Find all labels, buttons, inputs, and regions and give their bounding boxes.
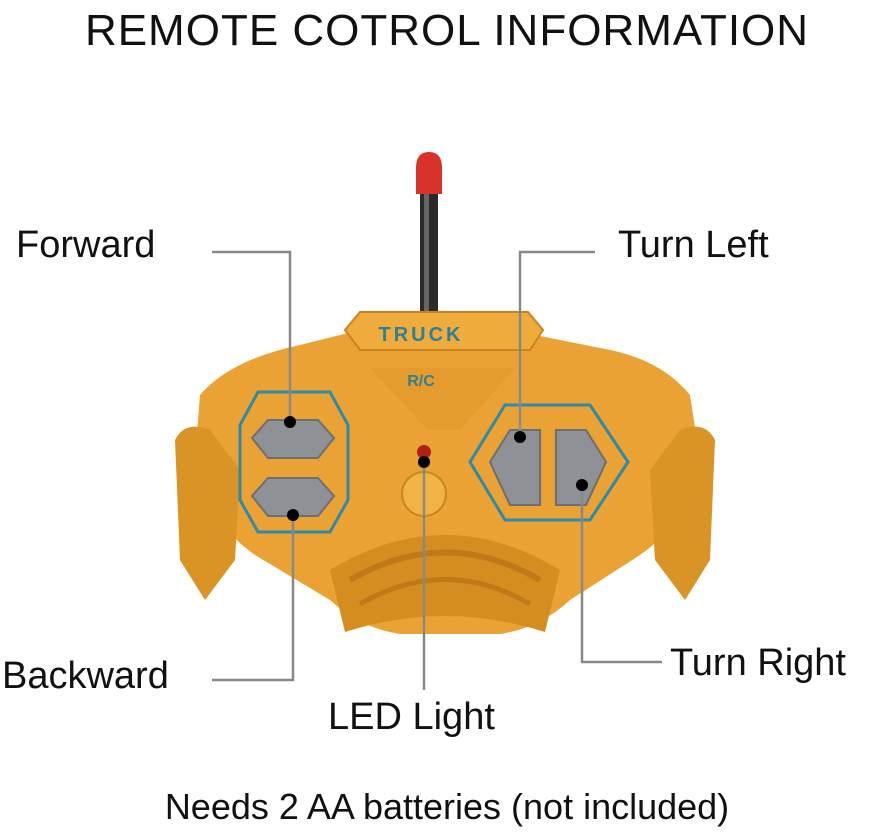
- label-turn-right: Turn Right: [670, 642, 846, 685]
- controller-body: [175, 312, 715, 634]
- label-backward: Backward: [2, 655, 169, 698]
- label-forward: Forward: [16, 224, 155, 267]
- label-turn-left: Turn Left: [618, 224, 769, 267]
- battery-note: Needs 2 AA batteries (not included): [0, 786, 894, 828]
- badge-text: TRUCK: [379, 324, 464, 346]
- antenna-tip: [416, 152, 442, 194]
- label-led-light: LED Light: [328, 696, 495, 739]
- antenna: [416, 152, 442, 318]
- rc-text: R/C: [407, 373, 435, 390]
